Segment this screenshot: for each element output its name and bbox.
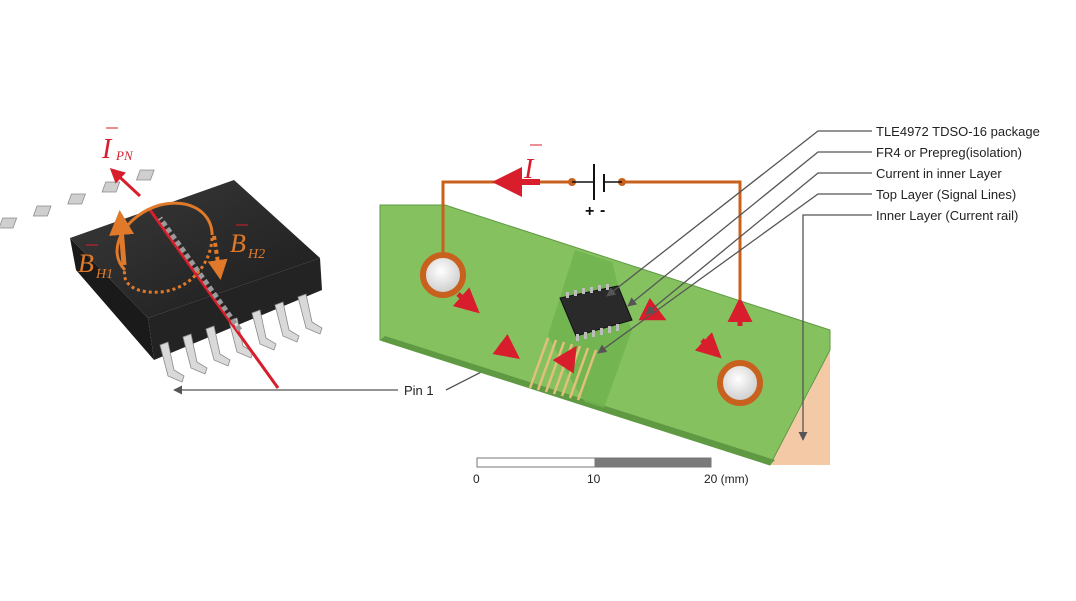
- chip-closeup: I PN B H1 B H2: [0, 127, 323, 389]
- pcb-assembly: + - I: [379, 144, 831, 466]
- sensor-chip-pins: [566, 284, 619, 341]
- primary-current-hidden: [157, 216, 243, 332]
- chip-body-top: [70, 180, 320, 318]
- label-i-board: I: [523, 154, 535, 185]
- label-b-h1-sub: H1: [95, 267, 113, 282]
- label-b-h1: B: [78, 249, 94, 278]
- pcb-edge: [380, 336, 775, 465]
- scale-bar-gray: [594, 457, 712, 468]
- callout-inner-layer: Inner Layer (Current rail): [876, 208, 1018, 223]
- callout-leader-inner: [798, 214, 872, 441]
- callout-leader-current: [645, 172, 872, 315]
- primary-current-line: [148, 209, 280, 389]
- wire-loop-right: [622, 180, 742, 300]
- scale-bar: 0 10 20 (mm): [473, 457, 749, 486]
- field-loop-1: [115, 201, 214, 272]
- field-arrow-1: [109, 210, 135, 266]
- pad-left: [420, 252, 466, 298]
- callout-leader-fr4: [627, 151, 872, 307]
- pin1-label: Pin 1: [404, 383, 434, 398]
- battery-plus: +: [585, 203, 594, 220]
- callout-group: [597, 130, 872, 441]
- chip-back-pins: [0, 169, 155, 229]
- label-b-h2: B: [230, 229, 246, 258]
- callout-leader-top: [597, 193, 872, 354]
- chip-body-side: [70, 238, 154, 360]
- scale-tick-20: 20 (mm): [704, 472, 749, 486]
- label-i-pn: I: [101, 134, 113, 165]
- callout-fr4: FR4 or Prepreg(isolation): [876, 145, 1022, 160]
- callout-current: Current in inner Layer: [876, 166, 1002, 181]
- pad-right: [717, 360, 763, 406]
- copper-right: [770, 340, 830, 465]
- primary-current-arrow: [109, 167, 142, 198]
- label-i-pn-sub: PN: [115, 148, 134, 163]
- scale-bar-white: [476, 457, 596, 468]
- callout-top-layer: Top Layer (Signal Lines): [876, 187, 1016, 202]
- battery-minus: -: [600, 202, 605, 219]
- label-b-h2-sub: H2: [247, 247, 265, 262]
- scale-tick-0: 0: [473, 472, 480, 486]
- scale-tick-10: 10: [587, 472, 601, 486]
- callout-package: TLE4972 TDSO-16 package: [876, 124, 1040, 139]
- callout-leader-package: [606, 130, 872, 297]
